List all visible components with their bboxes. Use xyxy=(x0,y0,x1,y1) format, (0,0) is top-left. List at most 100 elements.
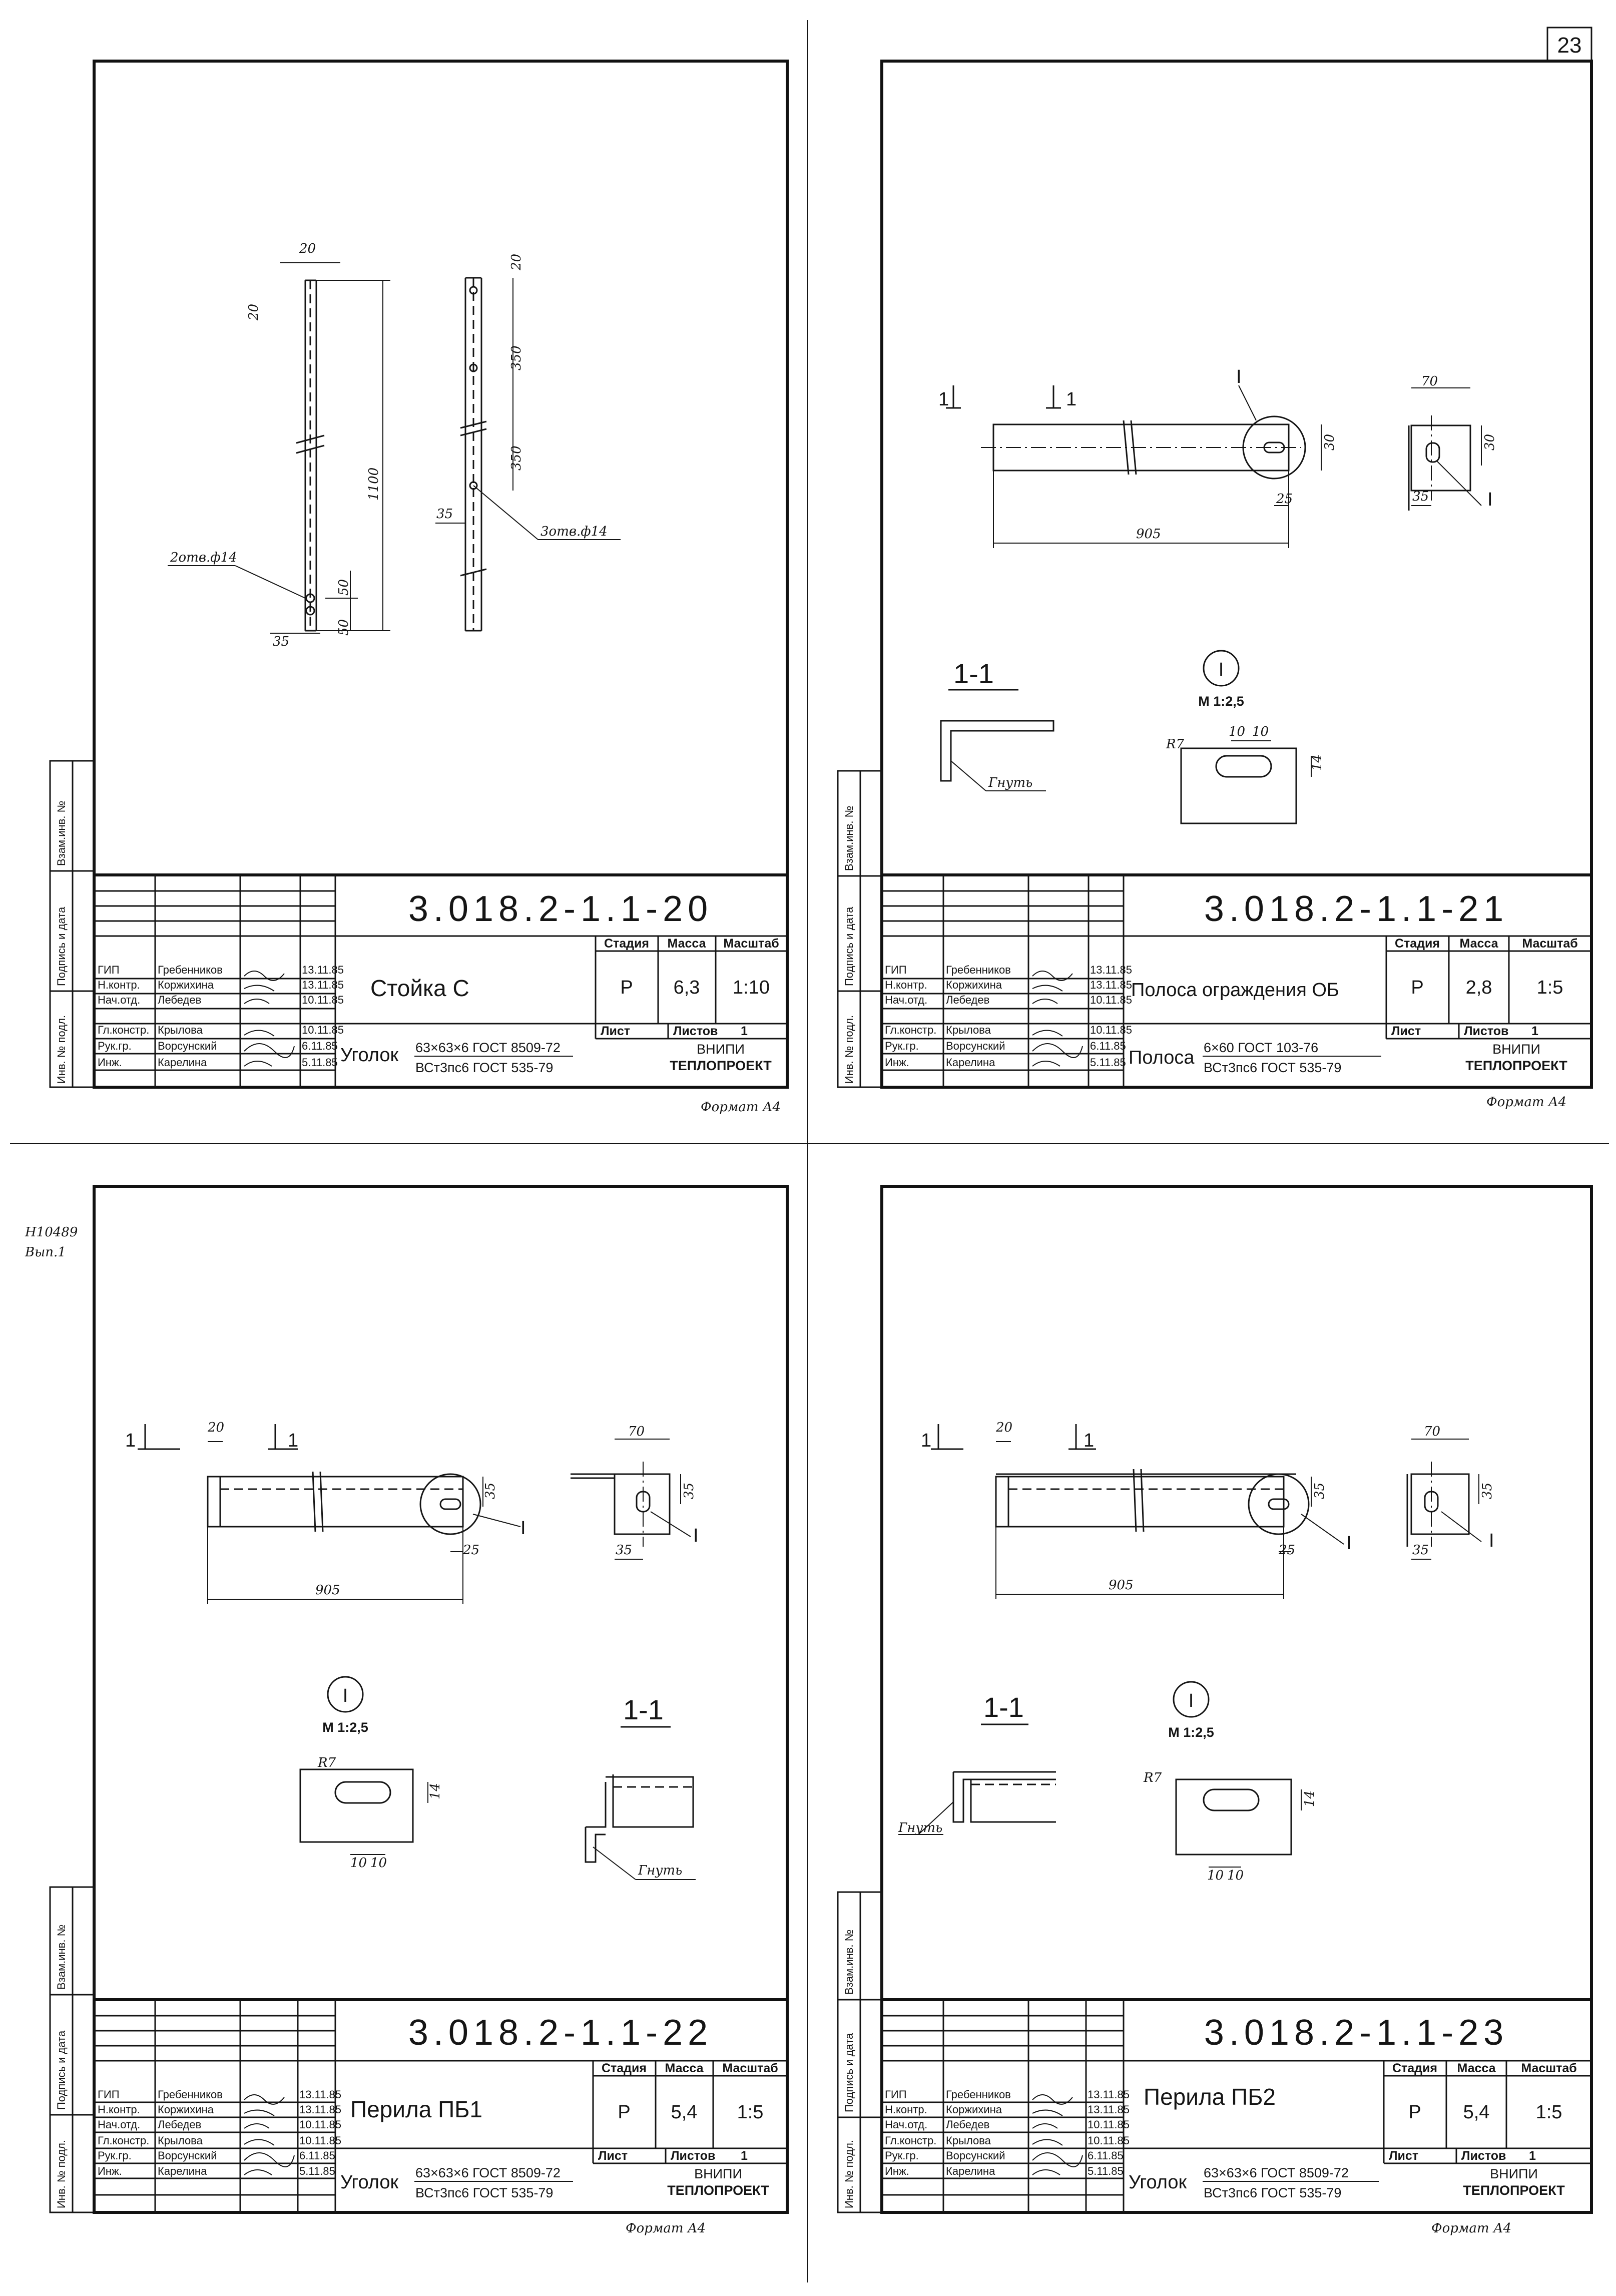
svg-text:Инв. № подл.: Инв. № подл. xyxy=(55,2140,68,2208)
title-block: 3.018.2-1.1-22 Перила ПБ1 Стадия Масса М… xyxy=(93,1998,789,2236)
svg-text:Формат А4: Формат А4 xyxy=(1431,2221,1511,2236)
svg-text:50: 50 xyxy=(336,579,351,596)
page-number: 23 xyxy=(1557,33,1582,58)
svg-text:ТЕПЛОПРОЕКТ: ТЕПЛОПРОЕКТ xyxy=(1463,2183,1565,2198)
sheet-21: Инв. № подл. Подпись и дата Взам.инв. № … xyxy=(837,60,1593,1110)
svg-text:Карелина: Карелина xyxy=(946,2165,995,2177)
svg-text:10: 10 xyxy=(370,1856,387,1871)
svg-text:I: I xyxy=(1489,1530,1494,1551)
svg-text:Гнуть: Гнуть xyxy=(898,1820,942,1835)
svg-text:ТЕПЛОПРОЕКТ: ТЕПЛОПРОЕКТ xyxy=(667,2183,769,2198)
svg-text:Стадия: Стадия xyxy=(602,2061,647,2075)
svg-text:2отв.ф14: 2отв.ф14 xyxy=(170,550,237,565)
svg-text:Взам.инв. №: Взам.инв. № xyxy=(55,1925,68,1990)
svg-text:Крылова: Крылова xyxy=(158,2134,203,2147)
svg-text:5,4: 5,4 xyxy=(671,2102,698,2123)
svg-text:1: 1 xyxy=(1529,2149,1536,2163)
svg-text:Карелина: Карелина xyxy=(158,2165,207,2177)
svg-text:ГИП: ГИП xyxy=(885,964,907,976)
svg-text:70: 70 xyxy=(1424,1424,1440,1439)
svg-text:20: 20 xyxy=(246,304,261,321)
svg-text:Лебедев: Лебедев xyxy=(946,994,989,1006)
svg-text:Карелина: Карелина xyxy=(946,1056,995,1069)
svg-text:13.11.85: 13.11.85 xyxy=(1090,964,1132,976)
svg-text:1: 1 xyxy=(938,389,949,410)
svg-text:20: 20 xyxy=(995,1420,1012,1435)
drawing-title: Стойка С xyxy=(370,975,469,1001)
svg-text:Коржихина: Коржихина xyxy=(158,979,214,991)
svg-text:Коржихина: Коржихина xyxy=(946,979,1002,991)
svg-text:1:5: 1:5 xyxy=(1536,2102,1562,2123)
svg-text:Масштаб: Масштаб xyxy=(723,937,779,951)
sheet-frame xyxy=(93,60,789,1089)
svg-text:ВНИПИ: ВНИПИ xyxy=(697,1042,745,1057)
svg-text:Крылова: Крылова xyxy=(946,2134,991,2147)
side-note-line-2: Вып.1 xyxy=(25,1245,66,1260)
svg-text:35: 35 xyxy=(1480,1483,1495,1499)
sheet-frame xyxy=(880,60,1593,1089)
svg-text:13.11.85: 13.11.85 xyxy=(1088,2088,1130,2101)
svg-text:35: 35 xyxy=(1412,1543,1429,1558)
svg-text:13.11.85: 13.11.85 xyxy=(1090,979,1132,991)
svg-text:Уголок: Уголок xyxy=(1129,2172,1187,2193)
svg-text:Карелина: Карелина xyxy=(158,1056,207,1069)
svg-text:63×63×6 ГОСТ 8509-72: 63×63×6 ГОСТ 8509-72 xyxy=(415,1040,561,1055)
svg-text:10.11.85: 10.11.85 xyxy=(1090,1024,1132,1036)
svg-text:350: 350 xyxy=(509,445,524,471)
svg-text:Масштаб: Масштаб xyxy=(1521,2061,1576,2075)
svg-text:Р: Р xyxy=(1411,977,1423,998)
svg-text:Формат А4: Формат А4 xyxy=(701,1100,781,1115)
svg-text:1: 1 xyxy=(1066,389,1076,410)
svg-text:Лебедев: Лебедев xyxy=(158,994,201,1006)
signatures xyxy=(1032,2094,1083,2175)
svg-text:35: 35 xyxy=(273,634,289,649)
svg-text:Крылова: Крылова xyxy=(158,1024,203,1036)
svg-text:20: 20 xyxy=(207,1420,224,1435)
svg-text:10.11.85: 10.11.85 xyxy=(302,1024,344,1036)
svg-text:Полоса: Полоса xyxy=(1129,1047,1195,1068)
svg-text:I: I xyxy=(1487,489,1493,510)
svg-text:Формат А4: Формат А4 xyxy=(1486,1095,1566,1110)
svg-text:М 1:2,5: М 1:2,5 xyxy=(1198,694,1244,709)
svg-text:I: I xyxy=(520,1518,526,1539)
svg-text:Инв. № подл.: Инв. № подл. xyxy=(843,1015,855,1084)
svg-text:Коржихина: Коржихина xyxy=(158,2103,214,2116)
signatures xyxy=(244,971,295,1067)
svg-text:6.11.85: 6.11.85 xyxy=(1090,1040,1126,1052)
svg-text:Рук.гр.: Рук.гр. xyxy=(885,2149,919,2162)
sheet-22: Инв. № подл. Подпись и дата Взам.инв. № … xyxy=(49,1185,789,2236)
svg-text:1-1: 1-1 xyxy=(623,1694,664,1725)
svg-text:10: 10 xyxy=(1207,1868,1224,1883)
svg-text:Гребенников: Гребенников xyxy=(158,2088,223,2101)
svg-text:ГИП: ГИП xyxy=(98,2088,120,2101)
svg-text:6.11.85: 6.11.85 xyxy=(1088,2149,1124,2162)
svg-text:Масса: Масса xyxy=(667,937,706,951)
svg-text:5.11.85: 5.11.85 xyxy=(1090,1056,1126,1069)
svg-text:Гребенников: Гребенников xyxy=(946,964,1011,976)
svg-text:ВНИПИ: ВНИПИ xyxy=(1492,1042,1540,1057)
svg-text:Листов: Листов xyxy=(1461,2149,1506,2163)
svg-text:Н.контр.: Н.контр. xyxy=(98,2103,140,2116)
svg-text:35: 35 xyxy=(1412,489,1429,504)
svg-text:R7: R7 xyxy=(317,1755,336,1770)
svg-text:Рук.гр.: Рук.гр. xyxy=(98,1040,132,1052)
svg-text:905: 905 xyxy=(315,1583,340,1598)
svg-text:1: 1 xyxy=(1084,1430,1094,1451)
svg-text:Стадия: Стадия xyxy=(604,937,649,951)
svg-text:35: 35 xyxy=(616,1543,632,1558)
svg-text:6.11.85: 6.11.85 xyxy=(299,2149,335,2162)
svg-text:I: I xyxy=(1236,366,1242,387)
svg-text:Формат А4: Формат А4 xyxy=(626,2221,706,2236)
svg-text:Гл.констр.: Гл.констр. xyxy=(885,1024,936,1036)
svg-text:1: 1 xyxy=(741,2149,748,2163)
svg-text:1-1: 1-1 xyxy=(983,1691,1024,1723)
svg-text:Подпись и дата: Подпись и дата xyxy=(55,2030,68,2110)
title-block: 3.018.2-1.1-23 Перила ПБ2 Стадия Масса М… xyxy=(880,1998,1593,2236)
svg-text:10.11.85: 10.11.85 xyxy=(1090,994,1132,1006)
svg-text:1-1: 1-1 xyxy=(953,658,994,689)
svg-text:1: 1 xyxy=(741,1024,748,1038)
svg-text:Р: Р xyxy=(1408,2102,1421,2123)
svg-text:1: 1 xyxy=(288,1430,298,1451)
svg-text:13.11.85: 13.11.85 xyxy=(1088,2103,1130,2116)
svg-text:Нач.отд.: Нач.отд. xyxy=(885,2118,927,2131)
